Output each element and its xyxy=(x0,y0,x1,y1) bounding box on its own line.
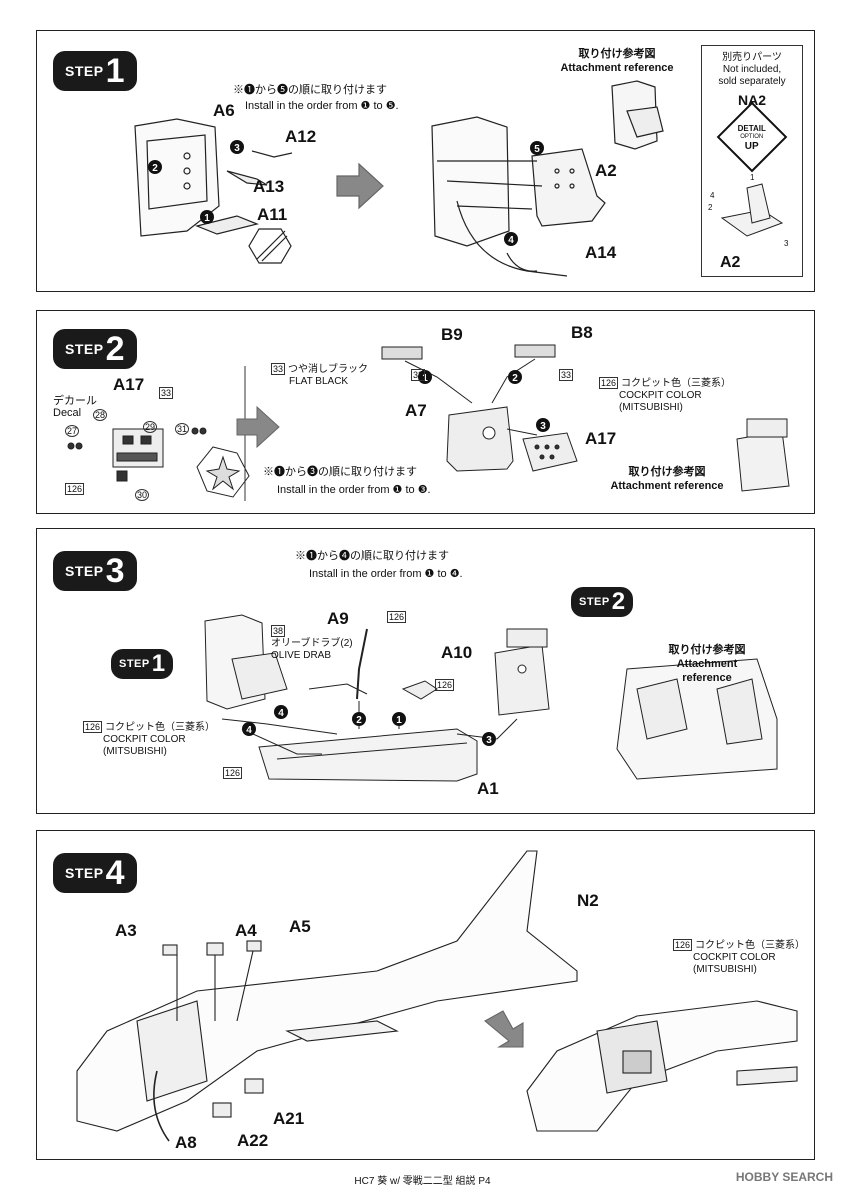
svg-text:1: 1 xyxy=(422,373,428,384)
step2-b8-paint: 33 xyxy=(559,369,574,381)
step1-order-en: Install in the order from ❶ to ❺. xyxy=(245,100,399,112)
part-a14: A14 xyxy=(585,243,617,262)
step3-order-en: Install in the order from ❶ to ❹. xyxy=(309,568,463,580)
part-b8: B8 xyxy=(571,323,593,342)
step1-badge: STEP 1 xyxy=(53,51,137,91)
step2-b9-paint: 33 xyxy=(411,369,426,381)
step4-badge: STEP 4 xyxy=(53,853,137,893)
svg-text:4: 4 xyxy=(710,191,715,200)
part-a10: A10 xyxy=(441,643,473,662)
svg-text:5: 5 xyxy=(534,144,540,155)
part-b9: B9 xyxy=(441,325,463,344)
step2-ref-label: 取り付け参考図 Attachment reference xyxy=(610,466,724,492)
decal-num-27: 27 xyxy=(65,425,80,437)
watermark: HOBBY SEARCH xyxy=(735,1170,833,1184)
svg-text:1: 1 xyxy=(204,213,210,224)
part-a13: A13 xyxy=(253,177,285,196)
step3-sub-step1-badge: STEP 1 xyxy=(111,649,174,679)
svg-text:2: 2 xyxy=(356,715,362,726)
sold-separately-box: 別売りパーツ Not included, sold separately NA2… xyxy=(701,45,803,277)
decal-num-126: 126 xyxy=(65,483,85,495)
part-a4: A4 xyxy=(235,921,257,940)
svg-text:2: 2 xyxy=(152,163,158,174)
step4-illustration xyxy=(76,850,798,1142)
part-a17: A17 xyxy=(585,429,617,448)
page-footer: HC7 葵 w/ 零戦二二型 組説 P4 xyxy=(354,1176,491,1187)
part-a12: A12 xyxy=(285,127,317,146)
step3-a9-paint: 126 xyxy=(387,611,407,623)
na2-part-a2: A2 xyxy=(720,254,741,271)
step1-illustration: 3 2 1 5 4 xyxy=(134,80,664,277)
step1-panel: STEP 1 ※❶から❺の順に取り付けます Install in the ord… xyxy=(36,30,815,292)
decal-num-30: 30 xyxy=(135,489,150,501)
step2-badge: STEP 2 xyxy=(53,329,137,369)
na2-seat-illustration: 1 4 2 3 xyxy=(708,173,789,248)
decal-label: デカール Decal xyxy=(53,395,97,419)
step3-badge: STEP 3 xyxy=(53,551,137,591)
svg-text:1: 1 xyxy=(750,173,755,182)
step3-a10-paint: 126 xyxy=(435,679,455,691)
part-a9: A9 xyxy=(327,609,349,628)
step3-panel: STEP 3 ※❶から❹の順に取り付けます Install in the ord… xyxy=(36,528,815,814)
part-a7: A7 xyxy=(405,401,427,420)
svg-text:3: 3 xyxy=(540,421,546,432)
svg-text:3: 3 xyxy=(234,143,240,154)
step1-order-jp: ※❶から❺の順に取り付けます xyxy=(233,84,387,96)
detail-up-icon: DETAIL OPTION UP xyxy=(716,101,788,173)
svg-text:1: 1 xyxy=(396,715,402,726)
na2-label: NA2 xyxy=(737,92,766,108)
svg-text:2: 2 xyxy=(708,203,713,212)
step3-ref-label: 取り付け参考図 Attachment reference xyxy=(668,644,746,684)
step3-illustration: 4 4 2 1 3 xyxy=(204,614,778,782)
part-a21: A21 xyxy=(273,1109,305,1128)
part-a2: A2 xyxy=(595,161,617,180)
part-a5: A5 xyxy=(289,917,311,936)
svg-text:4: 4 xyxy=(278,708,284,719)
decal-num-28: 28 xyxy=(93,409,108,421)
step2-panel: STEP 2 デカール Decal A17 xyxy=(36,310,815,514)
step3-floor-paint: 126 xyxy=(223,767,243,779)
step2-order-jp: ※❶から❸の順に取り付けます xyxy=(263,466,417,478)
svg-text:3: 3 xyxy=(784,239,789,248)
step4-panel: STEP 4 A3 A4 A5 N2 A21 xyxy=(36,830,815,1160)
part-a22: A22 xyxy=(237,1131,269,1150)
svg-text:3: 3 xyxy=(486,735,492,746)
part-a3: A3 xyxy=(115,921,137,940)
part-a11: A11 xyxy=(257,205,288,224)
part-a8: A8 xyxy=(175,1133,197,1152)
svg-text:2: 2 xyxy=(512,373,518,384)
step3-order-jp: ※❶から❹の順に取り付けます xyxy=(295,550,449,562)
svg-text:4: 4 xyxy=(508,235,514,246)
step3-sub-step2-badge: STEP 2 xyxy=(571,587,634,617)
svg-text:4: 4 xyxy=(246,725,252,736)
decal-num-29: 29 xyxy=(143,421,158,433)
part-a6: A6 xyxy=(213,101,235,120)
step1-ref-label: 取り付け参考図 Attachment reference xyxy=(560,48,674,74)
part-a1: A1 xyxy=(477,779,499,798)
decal-part-a17: A17 xyxy=(113,375,145,394)
decal-num-33: 33 xyxy=(159,387,174,399)
step2-illustration: 1 2 3 xyxy=(67,344,790,501)
step2-order-en: Install in the order from ❶ to ❸. xyxy=(277,484,431,496)
step3-paint-olive-drab: 38 オリーブドラブ(2) OLIVE DRAB xyxy=(271,625,353,661)
part-n2: N2 xyxy=(577,891,599,910)
decal-num-31: 31 xyxy=(175,423,190,435)
